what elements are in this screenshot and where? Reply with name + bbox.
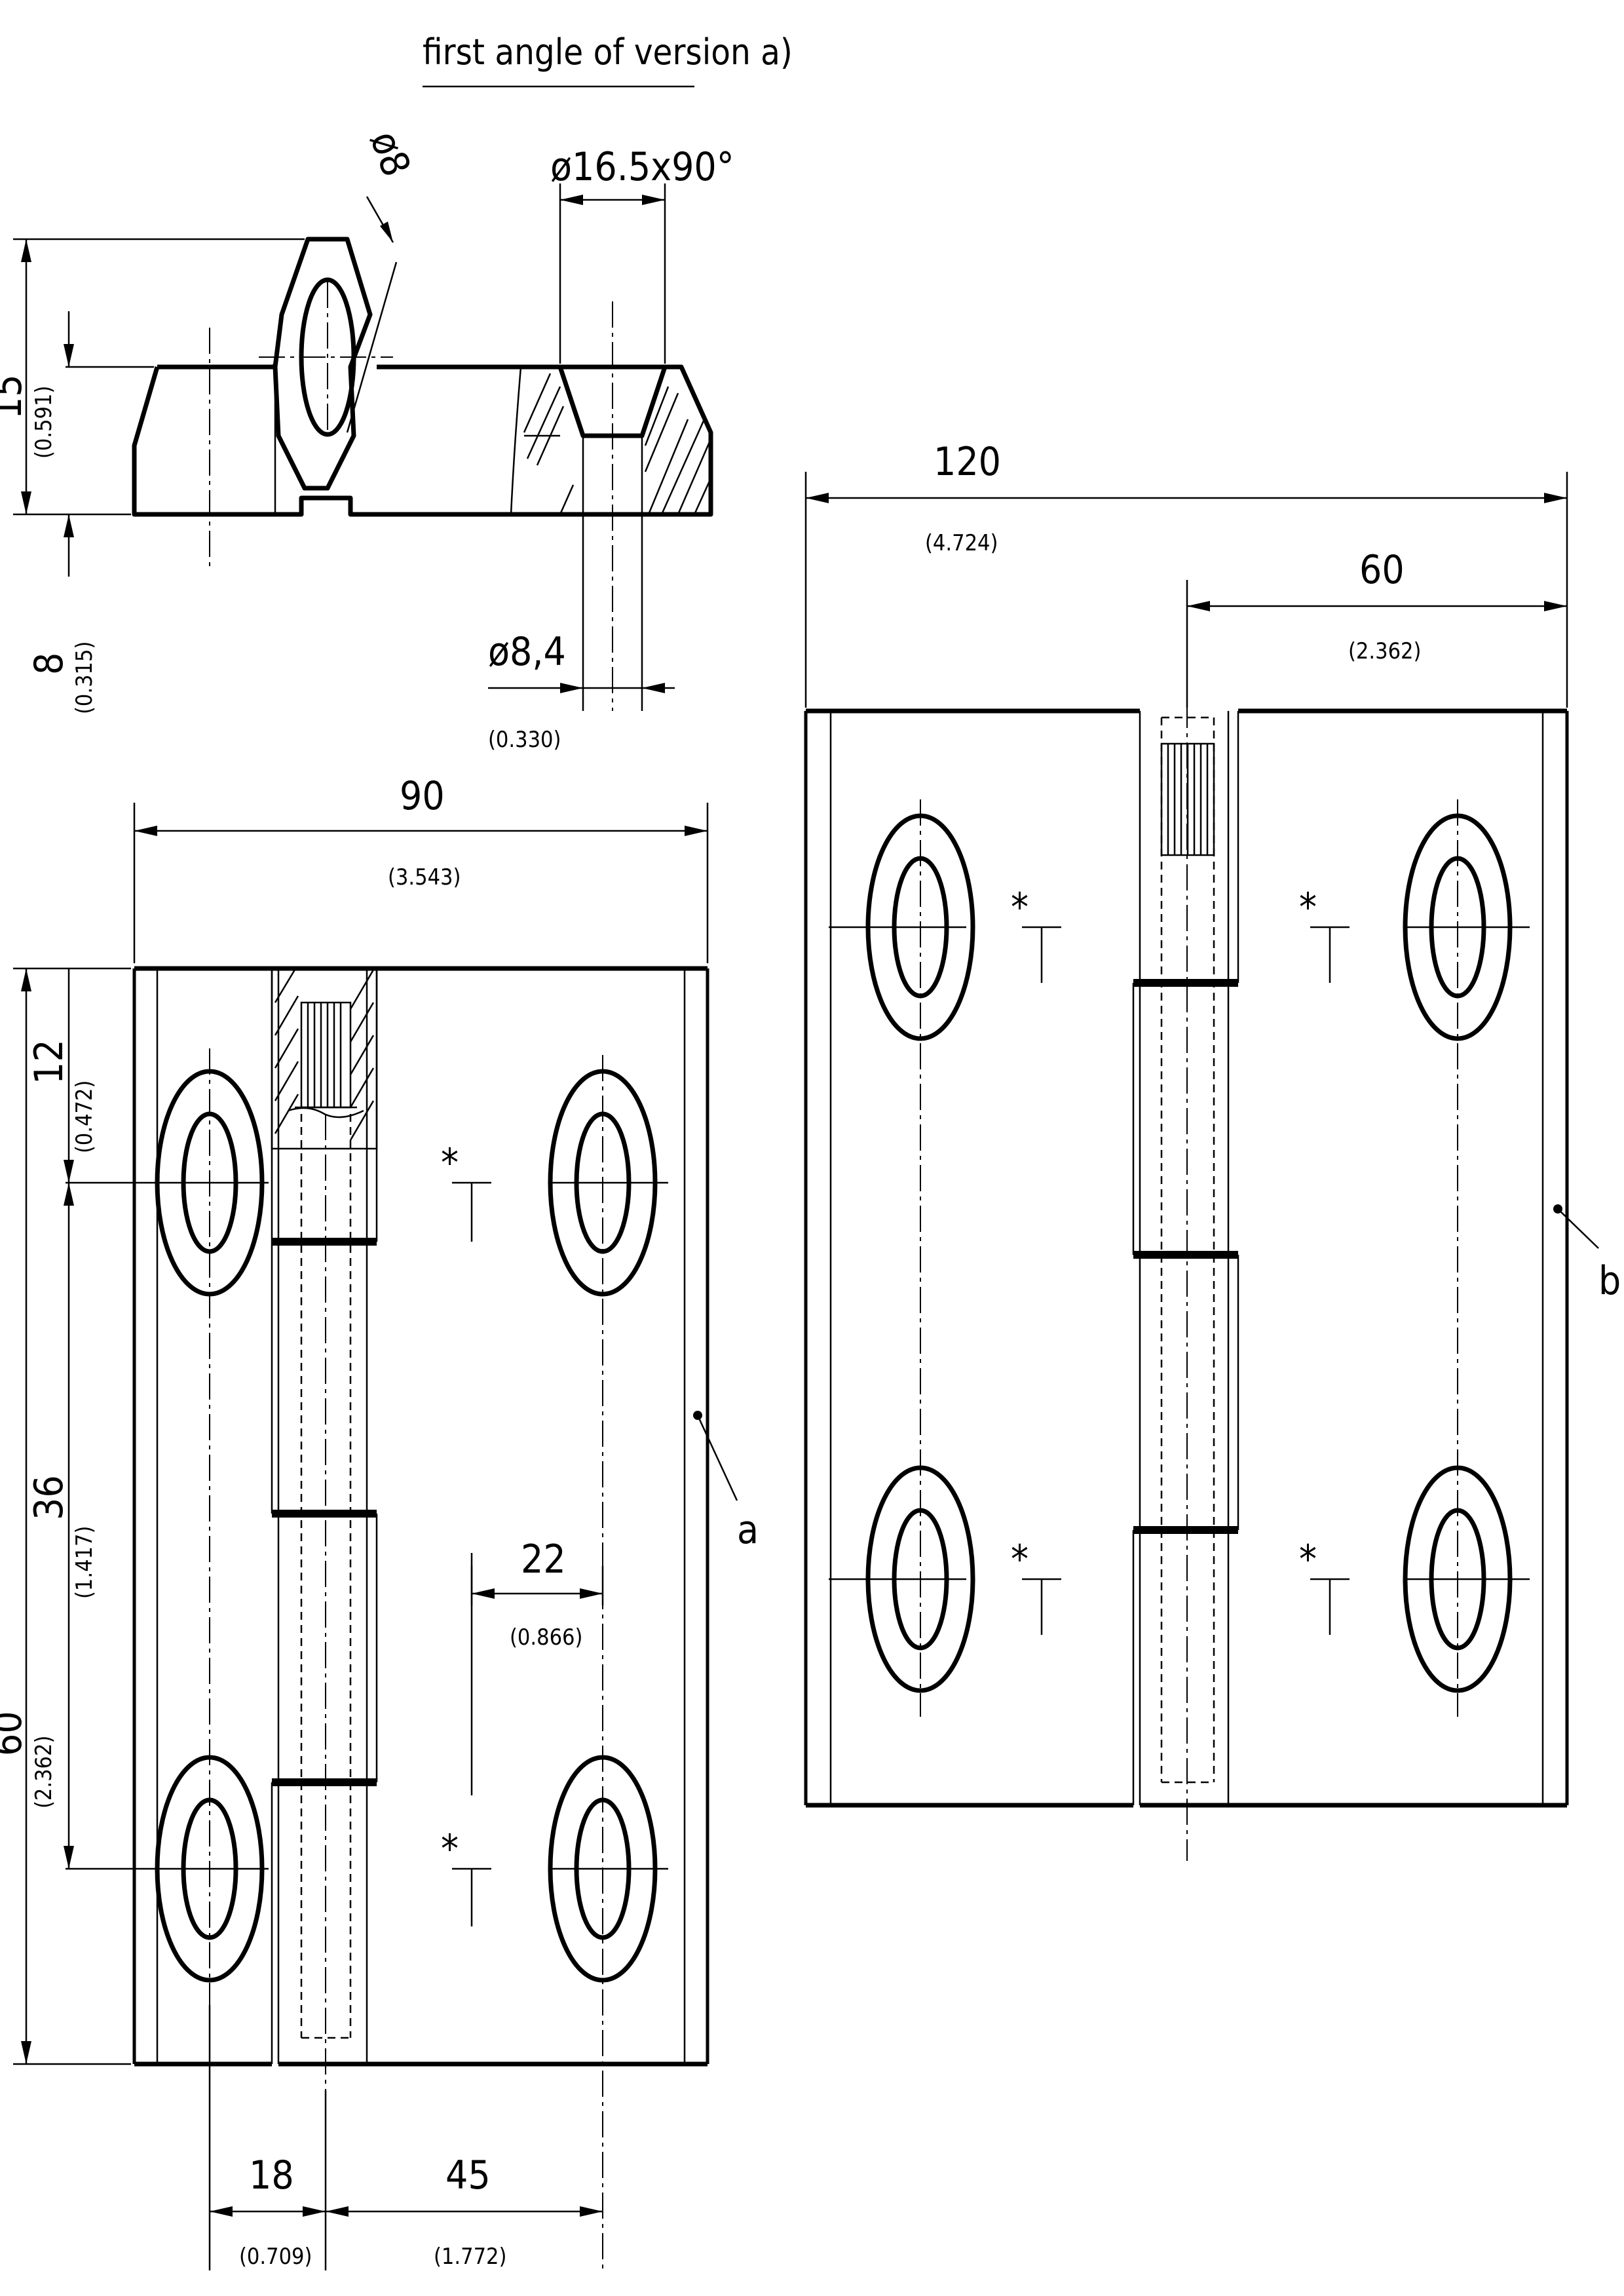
dim-15: 15 (0, 374, 31, 419)
dim-height-a: 12 (0.472) 36 (1.417) 60 (2.362) (0, 967, 131, 2065)
dim-36-in: (1.417) (71, 1526, 98, 1599)
marker-b-4: * (1299, 1537, 1317, 1582)
knurl-a (307, 1003, 342, 1107)
dim-18: 18 (249, 2152, 294, 2198)
dim-countersink-text: ø16.5x90° (550, 144, 734, 190)
dim-12-in: (0.472) (71, 1081, 98, 1153)
dim-hole-dia-text: ø8,4 (488, 629, 566, 675)
dim-22-in: (0.866) (510, 1624, 582, 1651)
dim-60a-in: (2.362) (31, 1736, 57, 1808)
dim-120-in: (4.724) (925, 530, 998, 556)
section-view (132, 237, 713, 711)
dim-45-in: (1.772) (434, 2244, 506, 2270)
dim-90: 90 (400, 773, 445, 819)
dim-countersink: ø16.5x90° (550, 144, 734, 364)
dim-120: 120 (934, 439, 1001, 485)
marker-b-2: * (1299, 885, 1317, 930)
dim-hole-dia: ø8,4 (0.330) (488, 514, 675, 753)
label-b: b (1598, 1258, 1621, 1304)
dim-60b-in: (2.362) (1348, 638, 1421, 664)
dim-36: 36 (26, 1475, 72, 1520)
dim-18-in: (0.709) (239, 2244, 312, 2270)
dim-pin-dia-text: ø8 (361, 125, 419, 182)
marker-b-1: * (1011, 885, 1029, 930)
dim-60a: 60 (0, 1711, 31, 1756)
front-view-b: * * * * b (804, 580, 1621, 1861)
dim-bottom-a: 18 (0.709) 45 (1.772) (208, 2005, 603, 2270)
marker-b-3: * (1011, 1537, 1029, 1582)
marker-a-top: * (441, 1140, 459, 1186)
label-a: a (737, 1507, 759, 1553)
dim-half-width-b: 60 (2.362) (1186, 547, 1567, 708)
dim-width-a: 90 (3.543) (133, 773, 709, 963)
dim-90-in: (3.543) (388, 864, 461, 890)
drawing-title: first angle of version a) (423, 31, 793, 73)
dim-45: 45 (445, 2152, 491, 2198)
dim-8-in: (0.315) (71, 641, 98, 714)
dim-12: 12 (26, 1039, 72, 1084)
dim-8: 8 (26, 653, 72, 675)
dim-hole-dia-in: (0.330) (488, 727, 561, 753)
dim-section-height: 15 (0.591) 8 (0.315) (0, 238, 305, 714)
front-view-a: * * a (66, 966, 759, 2270)
marker-a-bottom: * (441, 1826, 459, 1872)
dim-15-in: (0.591) (31, 386, 57, 459)
dim-60b: 60 (1359, 547, 1405, 593)
dim-hole-spacing: 22 (0.866) (470, 1537, 604, 1651)
dim-22: 22 (521, 1537, 566, 1582)
dim-width-b: 120 (4.724) (804, 439, 1568, 708)
